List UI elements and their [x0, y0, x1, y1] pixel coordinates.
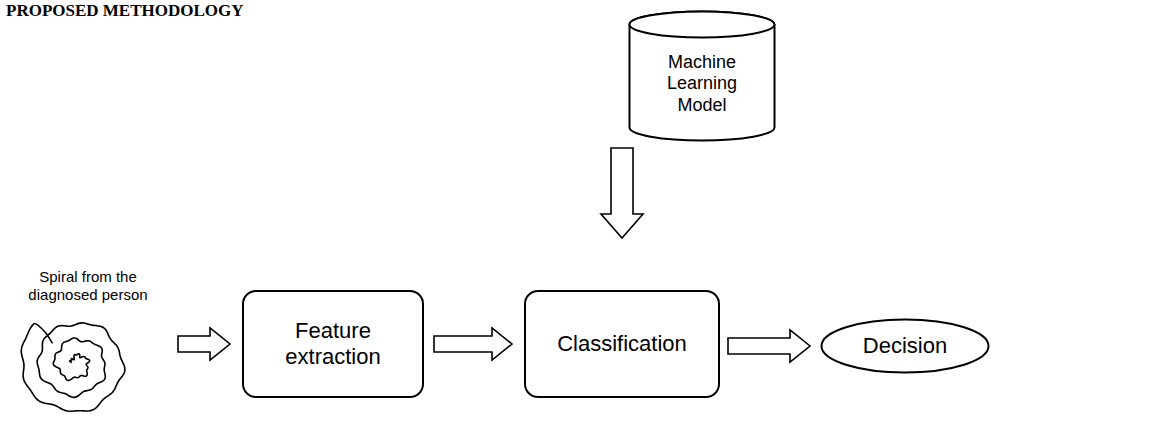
spiral-stroke: [21, 323, 125, 411]
spiral-drawing: [8, 306, 168, 424]
cylinder-body: [630, 12, 775, 141]
cylinder-top: [630, 12, 775, 38]
model-database: Machine Learning Model: [628, 10, 776, 142]
decision-terminal: Decision: [820, 318, 990, 374]
block-arrow: [434, 328, 512, 360]
node-label: Decision: [863, 333, 947, 359]
block-arrow: [728, 330, 810, 362]
sample-caption: Spiral from the diagnosed person: [18, 268, 158, 304]
ellipse-shape: [822, 320, 989, 373]
page-heading: PROPOSED METHODOLOGY: [6, 1, 244, 21]
node-label: Classification: [557, 331, 687, 357]
block-arrow: [601, 148, 643, 238]
node-label: Feature extraction: [254, 318, 412, 371]
process-box: Feature extraction: [242, 290, 424, 398]
spiral-sample: Spiral from the diagnosed person: [8, 268, 168, 424]
process-box: Classification: [524, 290, 720, 398]
block-arrow: [178, 328, 230, 360]
node-label: Machine Learning Model: [647, 52, 757, 117]
